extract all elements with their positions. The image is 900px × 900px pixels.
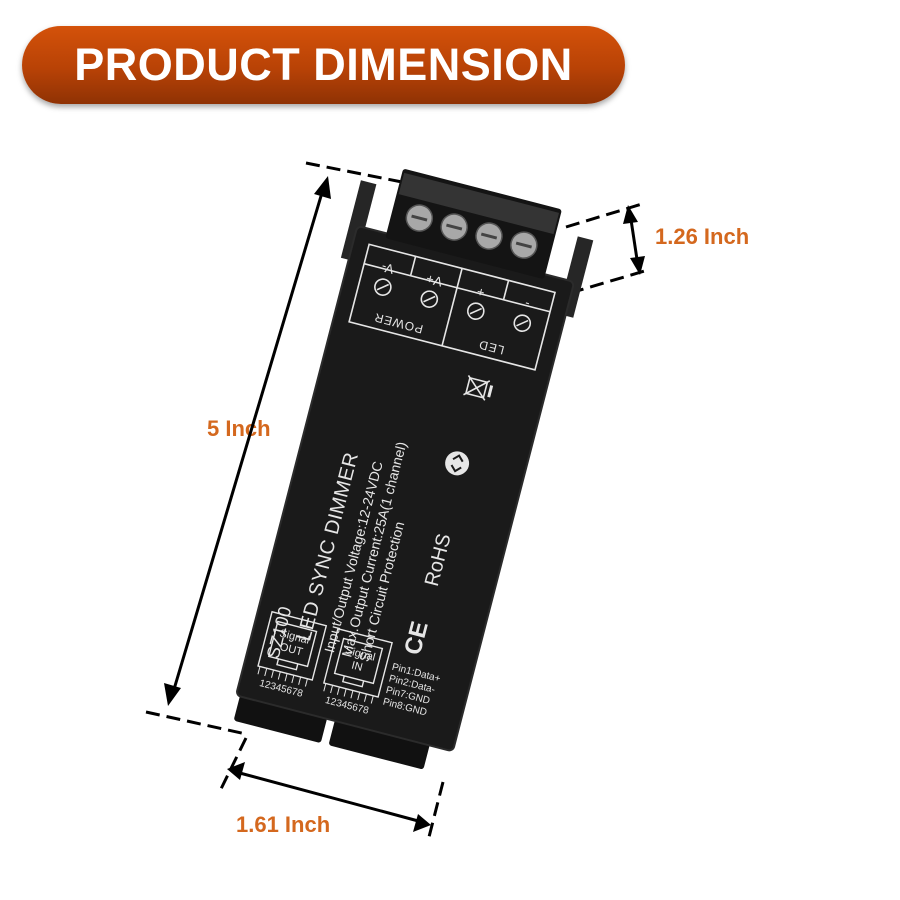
terminal-block bbox=[385, 169, 562, 279]
title-banner: PRODUCT DIMENSION bbox=[22, 26, 625, 104]
terminal-label-plus: + bbox=[475, 284, 486, 300]
dimension-arrowheads bbox=[164, 176, 645, 832]
length-dimension-label: 5 Inch bbox=[207, 416, 271, 441]
terminal-label-vplus: V+ bbox=[424, 271, 444, 290]
led-dimmer-device: V- V+ + - POWER LED SZ100 LED SYNC DIMME… bbox=[234, 169, 594, 769]
recycle-icon bbox=[445, 451, 470, 476]
width-dimension-label: 1.61 Inch bbox=[236, 812, 331, 837]
side-rail-left bbox=[340, 180, 377, 262]
weee-bin-icon bbox=[463, 374, 494, 401]
led-label: LED bbox=[477, 337, 506, 357]
terminal-print-box bbox=[348, 243, 556, 371]
height-dimension-label: 1.26 Inch bbox=[655, 224, 750, 249]
port-in-label-2: IN bbox=[350, 660, 364, 674]
signal-in-port bbox=[323, 627, 393, 704]
signal-out-port bbox=[257, 610, 328, 687]
port-out-label-2: OUT bbox=[278, 641, 304, 659]
page-title: PRODUCT DIMENSION bbox=[74, 39, 573, 90]
terminal-label-minus: - bbox=[523, 297, 531, 313]
terminal-label-vminus: V- bbox=[380, 259, 396, 277]
